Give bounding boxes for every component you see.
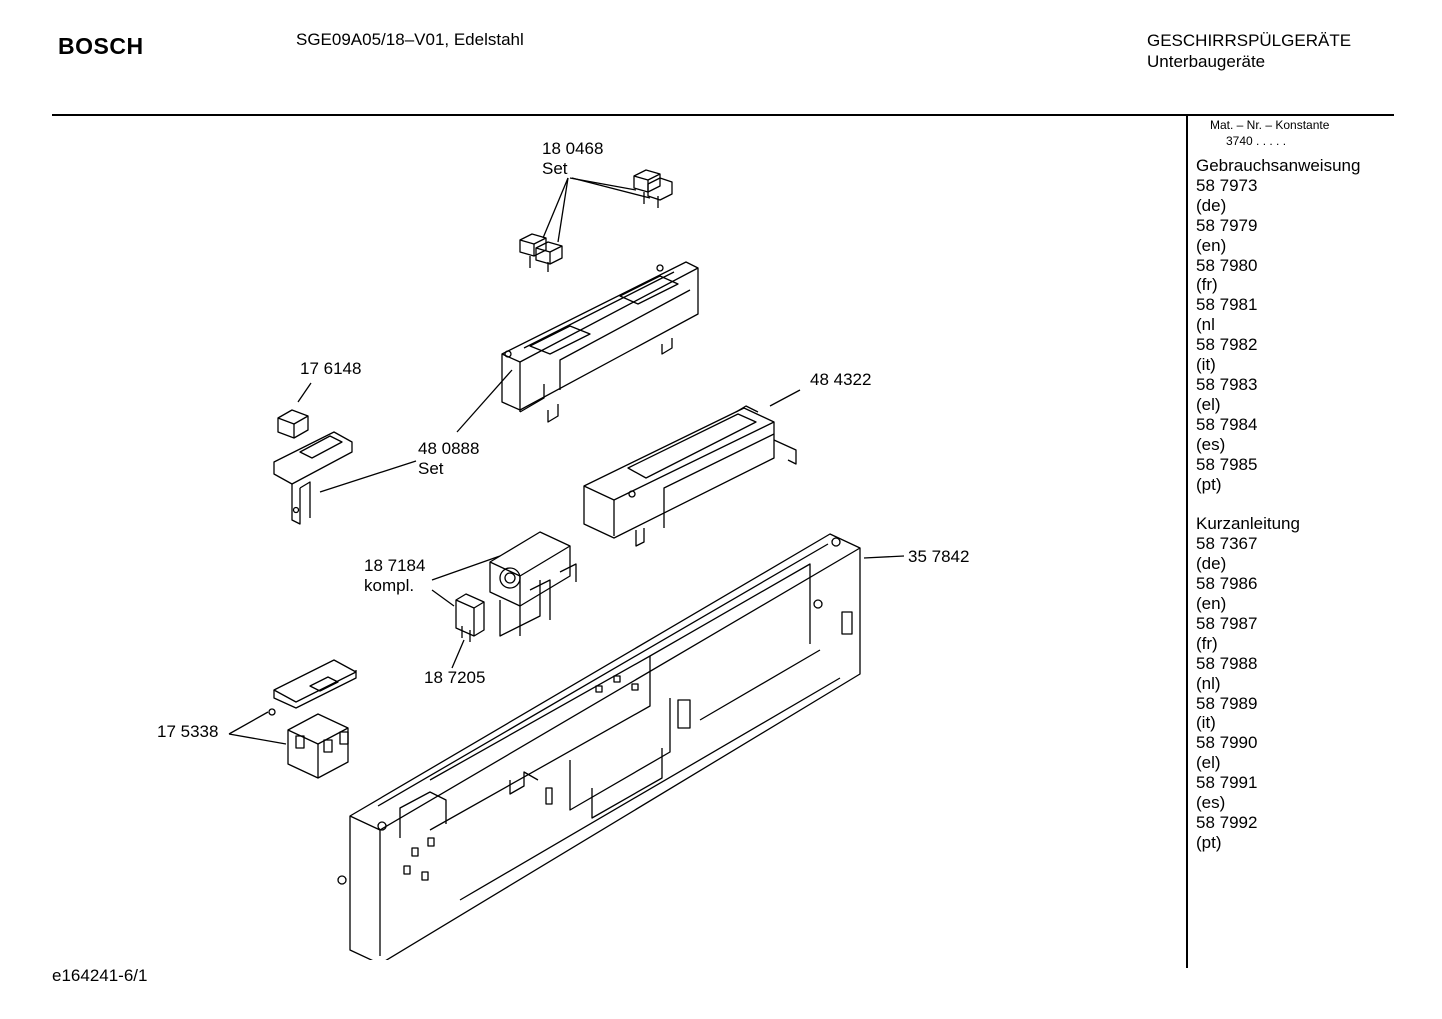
part-number: 35 7842 [908, 547, 970, 566]
doc-lang: (es) [1196, 434, 1226, 454]
doc-number: 58 7991 [1196, 773, 1258, 793]
doc-lang: (de) [1196, 554, 1227, 574]
doc-number: 58 7986 [1196, 574, 1258, 594]
doc-lang: (el) [1196, 394, 1221, 414]
doc-lang: (it) [1196, 355, 1216, 375]
category-block: GESCHIRRSPÜLGERÄTE Unterbaugeräte [1147, 30, 1351, 72]
part-label-175338: 17 5338 [157, 722, 218, 742]
part-label-480888: 48 0888 Set [418, 439, 479, 479]
doc-lang: (fr) [1196, 633, 1218, 653]
doc-lang: (fr) [1196, 275, 1218, 295]
doc-number: 58 7990 [1196, 733, 1258, 753]
part-number: 17 5338 [157, 722, 219, 741]
doc-lang: (en) [1196, 594, 1227, 614]
part-number: 48 0888 [418, 439, 480, 458]
part-number: 48 4322 [810, 370, 872, 389]
doc-number: 58 7983 [1196, 374, 1258, 394]
part-main-frame [337, 533, 861, 960]
part-control-housing [501, 261, 699, 423]
part-label-484322: 48 4322 [810, 370, 871, 390]
doc-number: 58 7989 [1196, 693, 1258, 713]
doc-lang: (nl) [1196, 673, 1221, 693]
doc-lang: (en) [1196, 235, 1227, 255]
category-subtitle: Unterbaugeräte [1147, 52, 1266, 71]
doc-number: 58 7988 [1196, 653, 1258, 673]
doc-lang: (de) [1196, 195, 1227, 215]
model-title: SGE09A05/18–V01, Edelstahl [296, 30, 524, 49]
part-label-187184: 18 7184 kompl. [364, 556, 425, 596]
part-label-357842: 35 7842 [908, 547, 969, 567]
doc-number: 58 7984 [1196, 414, 1258, 434]
doc-number: 58 7985 [1196, 454, 1258, 474]
part-micro-switch [455, 593, 485, 642]
exploded-parts-diagram [228, 169, 905, 960]
part-number: 18 7184 [364, 556, 426, 575]
doc-number: 58 7979 [1196, 215, 1258, 235]
part-connector-176148 [273, 409, 353, 525]
doc-lang: (nl [1196, 315, 1215, 335]
part-label-180468: 18 0468 Set [542, 139, 603, 179]
header-divider [52, 114, 1394, 116]
doc-number: 58 7973 [1196, 175, 1258, 195]
part-clip-set [519, 169, 673, 272]
doc-number: 58 7987 [1196, 613, 1258, 633]
mat-label: Mat. – Nr. – Konstante [1210, 118, 1330, 132]
part-number: 17 6148 [300, 359, 362, 378]
doc-number: 58 7980 [1196, 255, 1258, 275]
part-note: Set [418, 459, 444, 478]
doc-lang: (pt) [1196, 832, 1222, 852]
section-title-gebrauchsanweisung: Gebrauchsanweisung [1196, 156, 1361, 175]
doc-lang: (it) [1196, 713, 1216, 733]
category-title: GESCHIRRSPÜLGERÄTE [1147, 31, 1352, 50]
part-terminal-block [268, 659, 357, 779]
part-switch-assembly [489, 531, 577, 637]
part-note: Set [542, 159, 568, 178]
part-display-module [583, 405, 797, 547]
part-label-176148: 17 6148 [300, 359, 361, 379]
brand-logo: BOSCH [58, 33, 144, 59]
part-number: 18 7205 [424, 668, 486, 687]
doc-lang: (es) [1196, 793, 1226, 813]
doc-number: 58 7981 [1196, 295, 1258, 315]
sidebar-divider [1186, 116, 1188, 968]
doc-lang: (el) [1196, 753, 1221, 773]
mat-value: 3740 . . . . . [1226, 134, 1287, 148]
doc-number: 58 7982 [1196, 335, 1258, 355]
doc-number: 58 7367 [1196, 534, 1258, 554]
document-id: e164241-6/1 [52, 966, 148, 985]
doc-lang: (pt) [1196, 474, 1222, 494]
part-label-187205: 18 7205 [424, 668, 485, 688]
part-number: 18 0468 [542, 139, 604, 158]
section-title-kurzanleitung: Kurzanleitung [1196, 514, 1300, 534]
sidebar: Mat. – Nr. – Konstante 3740 . . . . . Ge… [1196, 118, 1360, 853]
leader-lines [228, 177, 905, 745]
part-note: kompl. [364, 576, 415, 595]
doc-number: 58 7992 [1196, 813, 1258, 832]
